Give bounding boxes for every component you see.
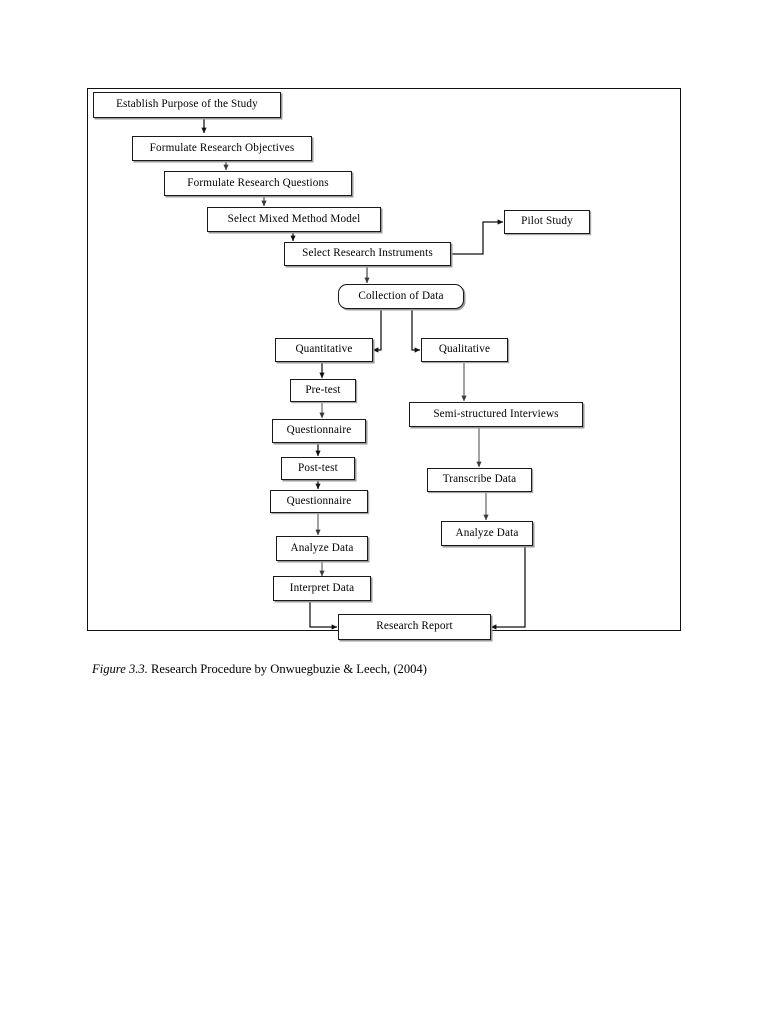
node-formulate-objectives-label: Formulate Research Objectives: [149, 141, 295, 154]
node-formulate-objectives[interactable]: Formulate Research Objectives: [132, 136, 312, 161]
figure-caption: Figure 3.3. Research Procedure by Onwueg…: [92, 662, 692, 678]
node-select-mixed-method-model[interactable]: Select Mixed Method Model: [207, 207, 381, 232]
node-research-report-label: Research Report: [376, 620, 453, 633]
node-establish-purpose[interactable]: Establish Purpose of the Study: [93, 92, 281, 118]
node-quantitative-label: Quantitative: [295, 343, 353, 356]
diagram-outer-frame: [87, 88, 681, 631]
node-research-report[interactable]: Research Report: [338, 614, 491, 640]
node-qualitative-label: Qualitative: [438, 343, 491, 356]
node-pilot-study[interactable]: Pilot Study: [504, 210, 590, 234]
node-post-test[interactable]: Post-test: [281, 457, 355, 480]
node-pre-test[interactable]: Pre-test: [290, 379, 356, 402]
node-quantitative[interactable]: Quantitative: [275, 338, 373, 362]
node-analyze-data-quantitative[interactable]: Analyze Data: [276, 536, 368, 561]
node-post-test-label: Post-test: [298, 461, 338, 474]
figure-caption-text: Research Procedure by Onwuegbuzie & Leec…: [147, 662, 427, 676]
node-analyze-data-quantitative-label: Analyze Data: [290, 541, 354, 554]
figure-caption-label: Figure 3.3.: [92, 662, 148, 676]
node-select-research-instruments-label: Select Research Instruments: [302, 247, 433, 260]
node-semi-structured-interviews[interactable]: Semi-structured Interviews: [409, 402, 583, 427]
node-pilot-study-label: Pilot Study: [521, 215, 573, 228]
node-analyze-data-qualitative-label: Analyze Data: [455, 526, 519, 539]
node-questionnaire-1-label: Questionnaire: [286, 424, 352, 437]
node-establish-purpose-label: Establish Purpose of the Study: [116, 98, 258, 111]
node-select-research-instruments[interactable]: Select Research Instruments: [284, 242, 451, 266]
node-interpret-data-label: Interpret Data: [289, 581, 355, 594]
node-formulate-questions[interactable]: Formulate Research Questions: [164, 171, 352, 196]
node-analyze-data-qualitative[interactable]: Analyze Data: [441, 521, 533, 546]
node-questionnaire-2-label: Questionnaire: [286, 494, 352, 507]
node-semi-structured-interviews-label: Semi-structured Interviews: [433, 407, 559, 420]
node-questionnaire-1[interactable]: Questionnaire: [272, 419, 366, 443]
node-collection-of-data-label: Collection of Data: [358, 289, 444, 302]
node-qualitative[interactable]: Qualitative: [421, 338, 508, 362]
node-select-mixed-method-model-label: Select Mixed Method Model: [227, 212, 361, 225]
node-collection-of-data[interactable]: Collection of Data: [338, 284, 464, 309]
node-formulate-questions-label: Formulate Research Questions: [187, 176, 329, 189]
node-interpret-data[interactable]: Interpret Data: [273, 576, 371, 601]
node-transcribe-data-label: Transcribe Data: [442, 473, 517, 486]
node-transcribe-data[interactable]: Transcribe Data: [427, 468, 532, 492]
node-questionnaire-2[interactable]: Questionnaire: [270, 490, 368, 513]
node-pre-test-label: Pre-test: [305, 383, 341, 396]
